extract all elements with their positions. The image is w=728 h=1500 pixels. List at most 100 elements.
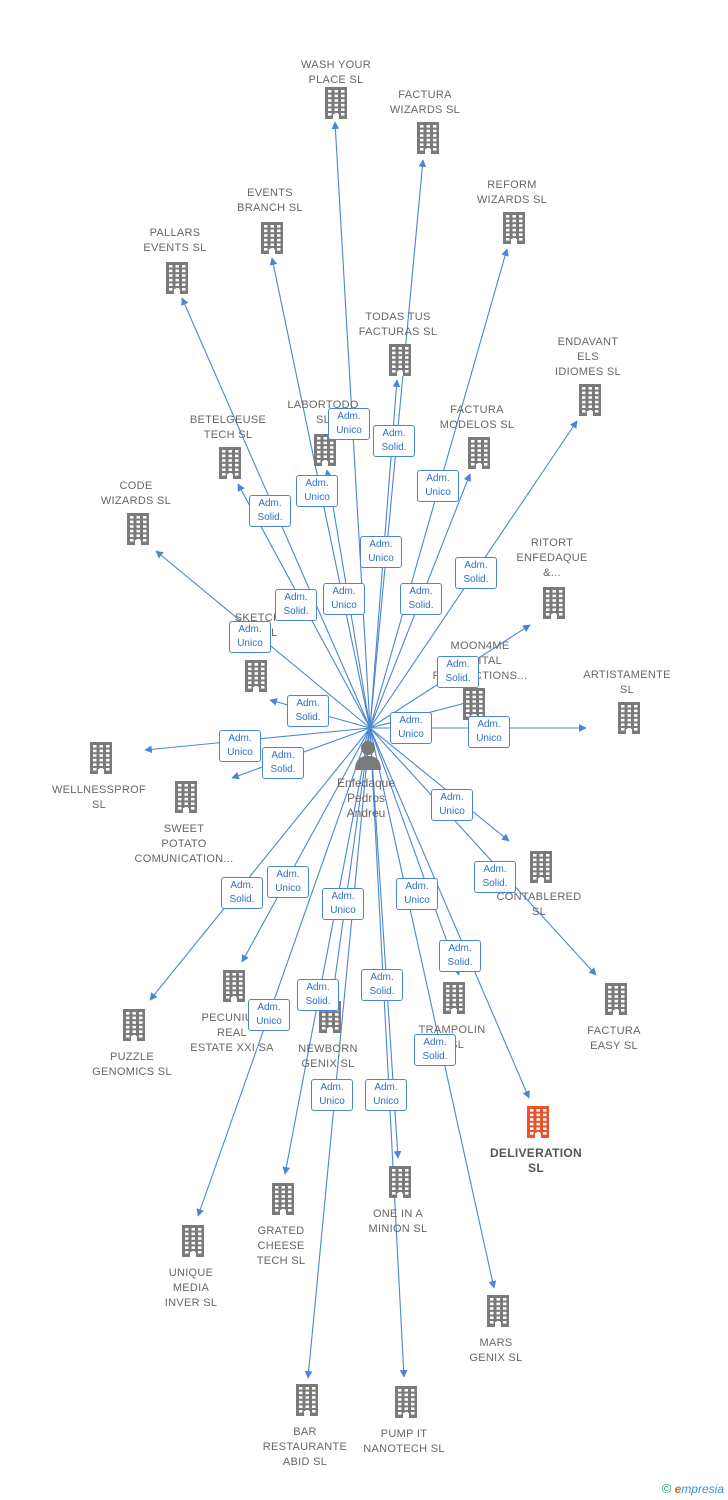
company-label-code[interactable]: CODE WIZARDS SL: [100, 480, 172, 507]
company-label-bar[interactable]: BAR RESTAURANTE ABID SL: [262, 1426, 348, 1468]
edge-trampolin: [369, 727, 461, 976]
company-label-mars[interactable]: MARS GENIX SL: [469, 1337, 523, 1364]
role-badge: Adm. Unico: [248, 999, 290, 1031]
company-label-unique[interactable]: UNIQUE MEDIA INVER SL: [164, 1267, 218, 1309]
edge-newborn: [330, 727, 371, 994]
role-badge: Adm. Unico: [417, 470, 459, 502]
edge-pump: [369, 727, 408, 1378]
brand-footer: © empresia: [662, 1481, 724, 1496]
edge-bar: [304, 727, 371, 1379]
building-icon[interactable]: [525, 1105, 551, 1139]
building-icon[interactable]: [294, 1383, 320, 1417]
company-label-wash[interactable]: WASH YOUR PLACE SL: [301, 59, 371, 86]
building-icon[interactable]: [88, 741, 114, 775]
building-icon[interactable]: [441, 981, 467, 1015]
company-label-contablered[interactable]: CONTABLERED SL: [496, 891, 582, 918]
building-icon[interactable]: [243, 659, 269, 693]
building-icon[interactable]: [323, 86, 349, 120]
company-label-factura-wizards[interactable]: FACTURA WIZARDS SL: [389, 89, 461, 116]
role-badge: Adm. Solid.: [297, 979, 339, 1011]
role-badge: Adm. Solid.: [437, 656, 479, 688]
building-icon[interactable]: [173, 780, 199, 814]
copyright-icon: ©: [661, 1481, 672, 1496]
building-icon[interactable]: [466, 436, 492, 470]
building-icon[interactable]: [415, 121, 441, 155]
edge-mars: [369, 727, 497, 1289]
company-label-ritort[interactable]: RITORT ENFEDAQUE &...: [516, 537, 588, 579]
role-badge: Adm. Solid.: [287, 695, 329, 727]
role-badge: Adm. Solid.: [221, 877, 263, 909]
building-icon[interactable]: [541, 586, 567, 620]
edge-factura-easy: [369, 727, 597, 976]
role-badge: Adm. Solid.: [400, 583, 442, 615]
company-label-newborn[interactable]: NEWBORN GENIX SL: [298, 1043, 358, 1070]
role-badge: Adm. Solid.: [414, 1034, 456, 1066]
role-badge: Adm. Unico: [323, 583, 365, 615]
company-label-sweet[interactable]: SWEET POTATO COMUNICATION...: [134, 823, 234, 865]
building-icon[interactable]: [217, 446, 243, 480]
center-person-label: Enfedaque Pedros Andreu: [336, 776, 396, 820]
role-badge: Adm. Solid.: [262, 747, 304, 779]
company-label-reform[interactable]: REFORM WIZARDS SL: [476, 179, 548, 206]
role-badge: Adm. Unico: [296, 475, 338, 507]
company-label-puzzle[interactable]: PUZZLE GENOMICS SL: [92, 1051, 172, 1078]
role-badge: Adm. Solid.: [249, 495, 291, 527]
company-label-moon4me[interactable]: MOON4ME DIGITAL PRODUCTIONS...: [432, 640, 528, 682]
brand-logo-text: mpresia: [681, 1482, 724, 1496]
role-badge: Adm. Unico: [311, 1079, 353, 1111]
company-label-factura-modelos[interactable]: FACTURA MODELOS SL: [439, 404, 515, 431]
company-label-grated[interactable]: GRATED CHEESE TECH SL: [256, 1225, 306, 1267]
edge-deliveration: [369, 727, 530, 1099]
role-badge: Adm. Unico: [396, 878, 438, 910]
building-icon[interactable]: [485, 1294, 511, 1328]
company-label-endavant[interactable]: ENDAVANT ELS IDIOMES SL: [555, 336, 621, 378]
building-icon[interactable]: [270, 1182, 296, 1216]
role-badge: Adm. Solid.: [361, 969, 403, 1001]
building-icon[interactable]: [603, 982, 629, 1016]
edge-grated: [282, 727, 371, 1175]
building-icon[interactable]: [312, 433, 338, 467]
role-badge: Adm. Solid.: [275, 589, 317, 621]
company-label-betelgeuse[interactable]: BETELGEUSE TECH SL: [189, 414, 267, 441]
role-badge: Adm. Unico: [468, 716, 510, 748]
role-badge: Adm. Unico: [322, 888, 364, 920]
edge-pecunium: [241, 727, 371, 963]
company-label-deliveration[interactable]: DELIVERATION SL: [489, 1146, 583, 1175]
building-icon[interactable]: [387, 1165, 413, 1199]
role-badge: Adm. Unico: [229, 621, 271, 653]
company-label-artistamente[interactable]: ARTISTAMENTE SL: [583, 669, 671, 696]
company-label-todas[interactable]: TODAS TUS FACTURAS SL: [358, 311, 438, 338]
role-badge: Adm. Solid.: [373, 425, 415, 457]
person-icon: [355, 741, 381, 770]
building-icon[interactable]: [259, 221, 285, 255]
role-badge: Adm. Solid.: [439, 940, 481, 972]
building-icon[interactable]: [164, 261, 190, 295]
building-icon[interactable]: [577, 383, 603, 417]
role-badge: Adm. Unico: [431, 789, 473, 821]
role-badge: Adm. Solid.: [455, 557, 497, 589]
role-badge: Adm. Solid.: [474, 861, 516, 893]
building-icon[interactable]: [393, 1385, 419, 1419]
company-label-factura-easy[interactable]: FACTURA EASY SL: [587, 1025, 641, 1052]
company-label-pump[interactable]: PUMP IT NANOTECH SL: [363, 1428, 445, 1455]
edge-contablered: [369, 727, 510, 842]
role-badge: Adm. Unico: [219, 730, 261, 762]
role-badge: Adm. Unico: [360, 536, 402, 568]
building-icon[interactable]: [501, 211, 527, 245]
building-icon[interactable]: [121, 1008, 147, 1042]
building-icon[interactable]: [180, 1224, 206, 1258]
building-icon[interactable]: [387, 343, 413, 377]
company-label-one[interactable]: ONE IN A MINION SL: [368, 1208, 428, 1235]
role-badge: Adm. Unico: [365, 1079, 407, 1111]
brand-logo-e: e: [674, 1482, 682, 1496]
building-icon[interactable]: [528, 850, 554, 884]
role-badge: Adm. Unico: [267, 866, 309, 898]
company-label-pecunium[interactable]: PECUNIUM REAL ESTATE XXI SA: [190, 1012, 274, 1054]
company-label-wellnessprof[interactable]: WELLNESSPROF SL: [51, 784, 147, 811]
building-icon[interactable]: [616, 701, 642, 735]
role-badge: Adm. Unico: [390, 712, 432, 744]
company-label-pallars[interactable]: PALLARS EVENTS SL: [143, 227, 207, 254]
building-icon[interactable]: [221, 969, 247, 1003]
building-icon[interactable]: [125, 512, 151, 546]
company-label-events[interactable]: EVENTS BRANCH SL: [237, 187, 303, 214]
